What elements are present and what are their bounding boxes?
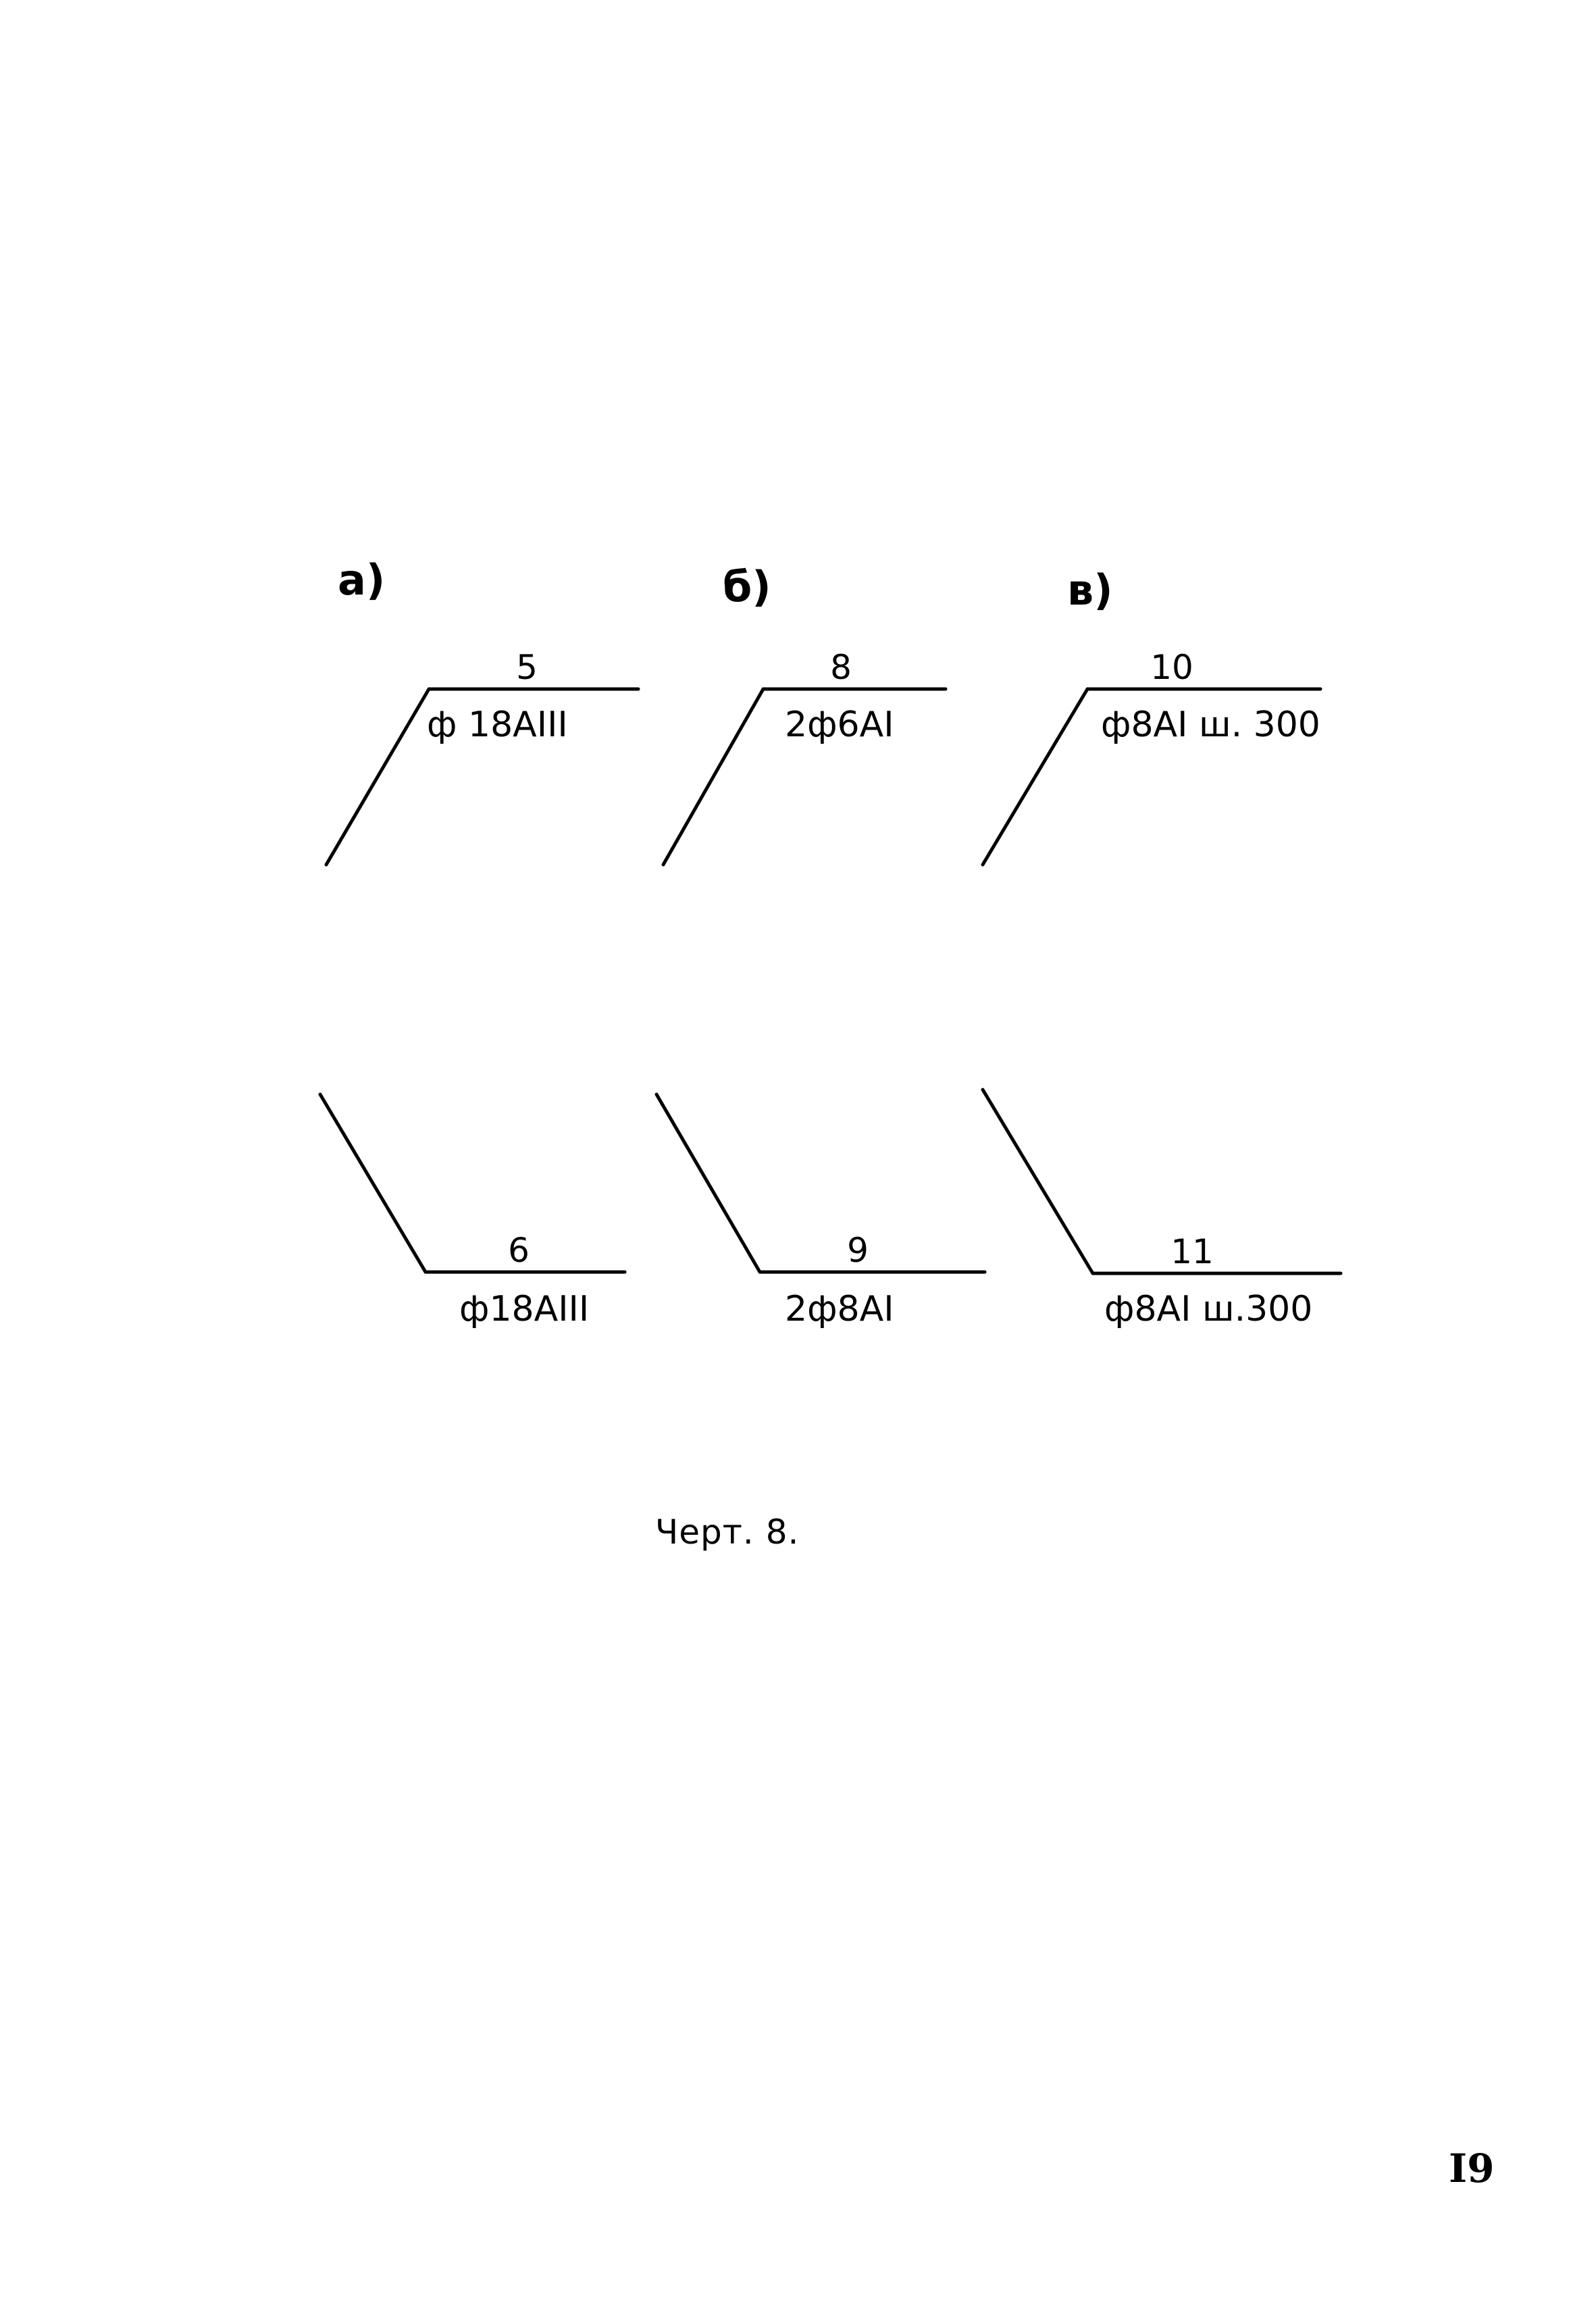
variant-c-bottom-marking: ф8АI ш.300 (1104, 1289, 1312, 1329)
variant-a-bottom-callout: 6 ф18АIII (318, 1092, 627, 1329)
variant-a: а) 5 ф 18АIII 6 ф18АIII (318, 555, 640, 1329)
variant-b-top-position: 8 (830, 648, 852, 687)
variant-b-bottom-callout: 9 2ф8АI (654, 1092, 987, 1329)
variant-c-top-position: 10 (1150, 648, 1193, 687)
variant-a-bottom-leader-line (318, 1092, 428, 1274)
variant-c-top-leader-line (981, 687, 1089, 867)
variant-a-bottom-marking: ф18АIII (459, 1289, 589, 1329)
variant-a-top-marking: ф 18АIII (427, 705, 568, 745)
variant-b: б) 8 2ф6АI 9 2ф8АI (654, 562, 987, 1329)
variant-c: в) 10 ф8АI ш. 300 11 ф8АI ш.300 (981, 565, 1343, 1329)
variant-a-top-leader-line (324, 687, 431, 867)
variant-b-label: б) (723, 562, 771, 611)
variant-c-label: в) (1067, 565, 1113, 615)
variant-b-bottom-marking: 2ф8АI (785, 1289, 894, 1329)
variant-c-bottom-position: 11 (1170, 1232, 1214, 1271)
variant-c-bottom-callout: 11 ф8АI ш.300 (981, 1088, 1343, 1329)
variant-b-bottom-leader-line (654, 1092, 762, 1274)
page-number: I9 (1449, 2145, 1495, 2191)
variant-a-bottom-position: 6 (508, 1231, 530, 1270)
figure-caption: Черт. 8. (655, 1513, 799, 1552)
variant-c-bottom-leader-line (981, 1088, 1095, 1275)
variant-b-top-callout: 8 2ф6АI (661, 648, 948, 867)
variant-c-top-marking: ф8АI ш. 300 (1101, 705, 1320, 745)
variant-a-top-callout: 5 ф 18АIII (324, 648, 640, 867)
variant-b-top-marking: 2ф6АI (785, 705, 894, 745)
variant-a-top-position: 5 (516, 648, 538, 687)
variant-a-label: а) (338, 555, 385, 605)
variant-b-top-leader-line (661, 687, 765, 867)
variant-b-bottom-position: 9 (847, 1231, 869, 1270)
variant-c-top-callout: 10 ф8АI ш. 300 (981, 648, 1322, 867)
